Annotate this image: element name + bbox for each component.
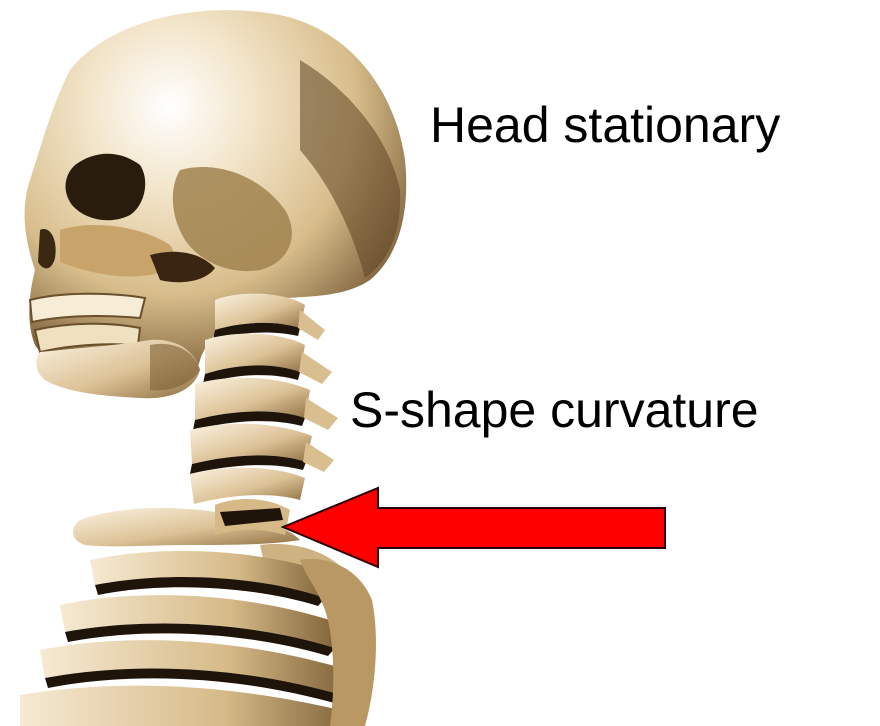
arrow-shape [283,488,665,567]
